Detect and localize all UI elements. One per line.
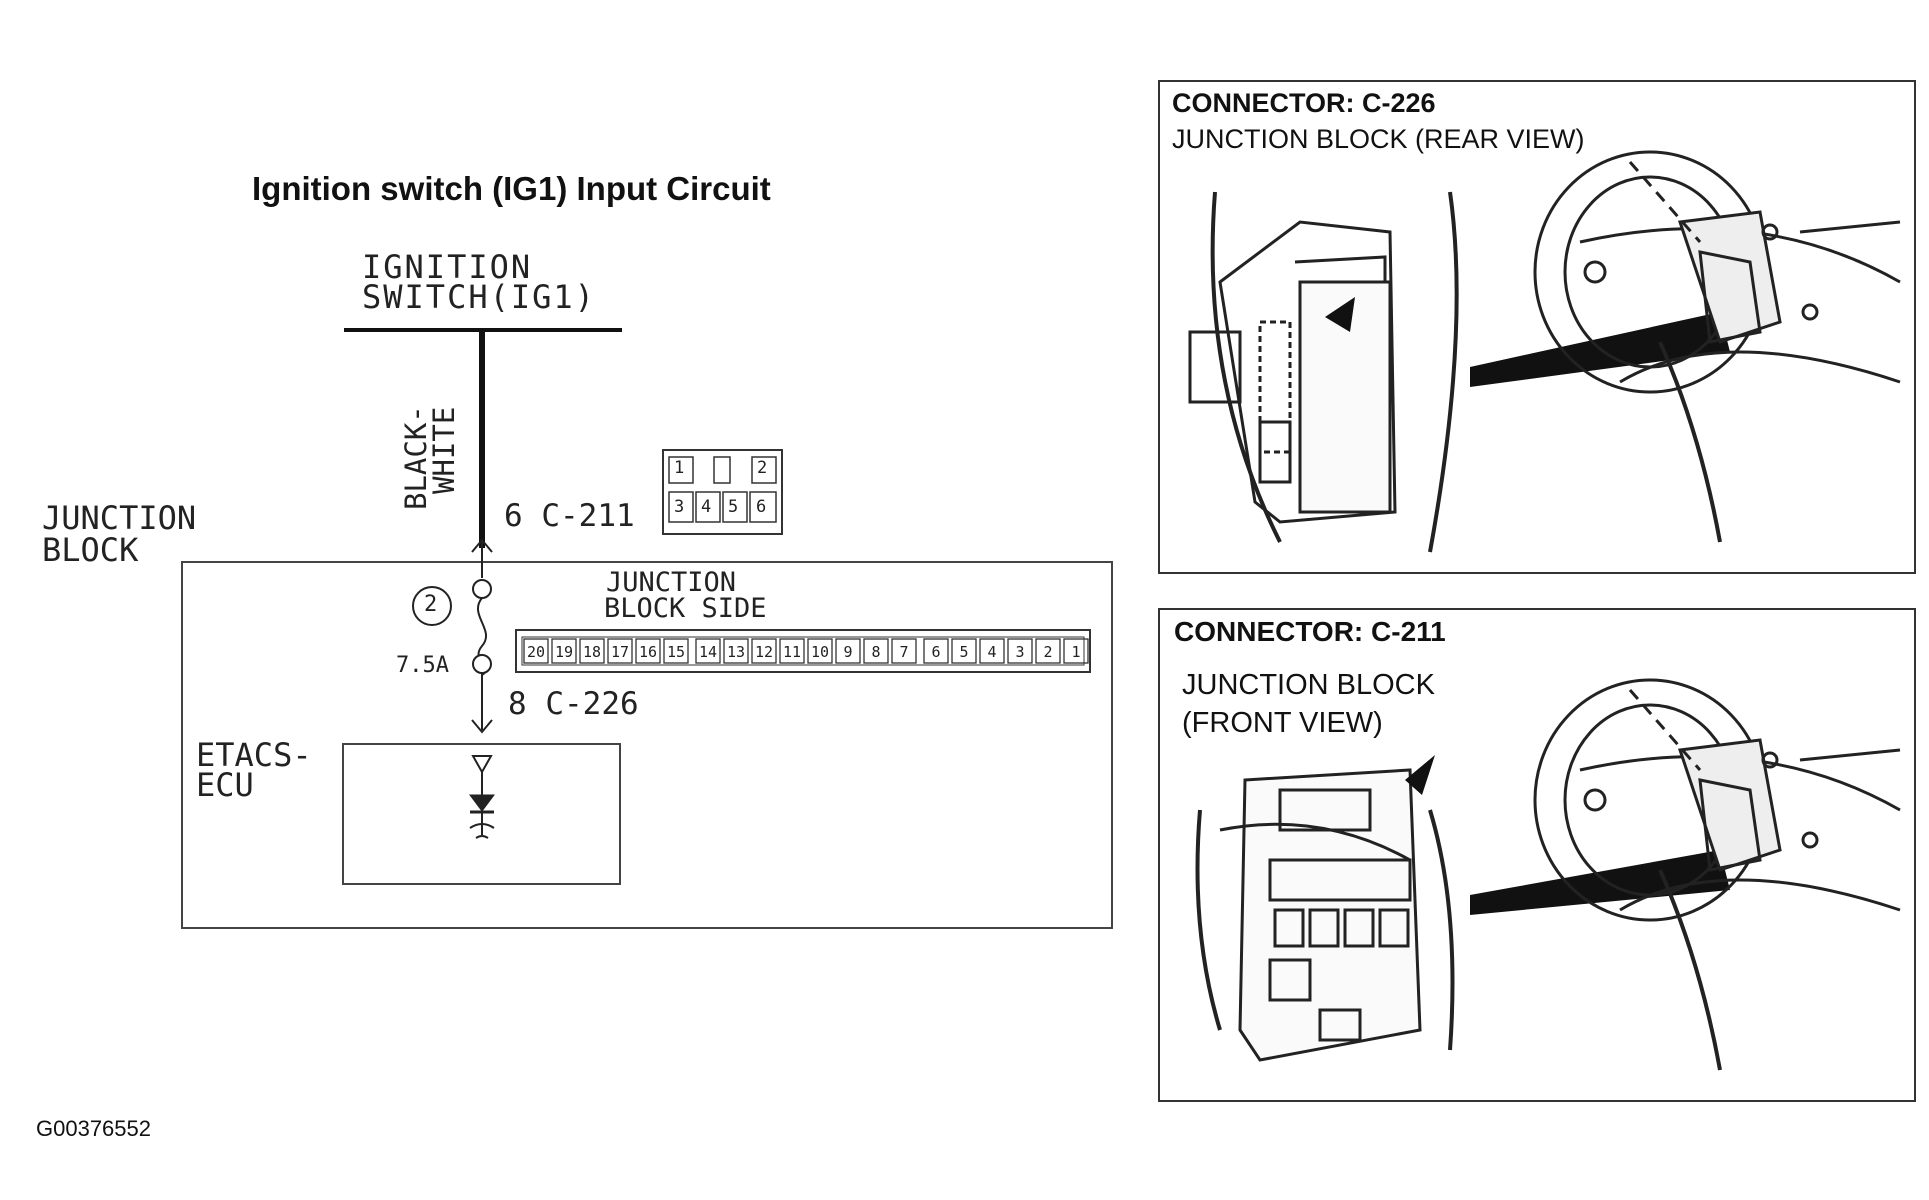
panel-c211-subtitle-line1: JUNCTION BLOCK — [1182, 669, 1435, 701]
junction-block-rear-illustration — [1188, 191, 1459, 553]
c226-pin-cell — [1063, 638, 1089, 664]
c226-pin-cell — [807, 638, 833, 664]
c226-pin-number: 12 — [755, 643, 773, 661]
panel-c211-title: CONNECTOR: C-211 — [1174, 616, 1446, 647]
ignition-switch-label-line1: IGNITION — [362, 248, 533, 286]
pin-label-c211: 6 C-211 — [504, 498, 635, 534]
c226-pin-number: 10 — [811, 643, 829, 661]
c226-pin-cell — [551, 638, 577, 664]
c226-pin-number: 19 — [555, 643, 573, 661]
c226-pin-cell — [779, 638, 805, 664]
etacs-ecu-label-line1: ETACS- — [196, 736, 312, 774]
rear-view-arrow — [1325, 297, 1355, 332]
c226-pin-number: 2 — [1043, 643, 1052, 661]
dashboard-illustration-2 — [1533, 678, 1901, 1071]
c226-pin-cell — [923, 638, 949, 664]
c226-pin-number: 7 — [899, 643, 908, 661]
panel-c211-illustration — [1195, 678, 1901, 1071]
etacs-ecu-box — [342, 743, 621, 885]
c226-pin-cell — [607, 638, 633, 664]
panel-c226-subtitle: JUNCTION BLOCK (REAR VIEW) — [1172, 124, 1585, 154]
junction-block-side-line1: JUNCTION — [606, 567, 737, 598]
wire-color-line2: WHITE — [427, 406, 461, 494]
c226-pin-cell — [635, 638, 661, 664]
c226-pin-cell — [835, 638, 861, 664]
c226-pin-cell — [951, 638, 977, 664]
c211-pin-2: 2 — [757, 458, 768, 478]
panel-c226-illustration — [1188, 150, 1901, 553]
etacs-ecu-label-line2: ECU — [196, 766, 254, 804]
ignition-switch-label-line2: SWITCH(IG1) — [362, 278, 596, 316]
c226-pin-cell — [1035, 638, 1061, 664]
c226-pin-number: 4 — [987, 643, 996, 661]
c226-pin-cell — [723, 638, 749, 664]
c226-pin-number: 5 — [959, 643, 968, 661]
c211-pin-3: 3 — [674, 497, 685, 517]
panel-c226: CONNECTOR: C-226 JUNCTION BLOCK (REAR VI… — [1158, 80, 1916, 574]
fuse-terminal-bottom — [472, 654, 492, 674]
c226-pin-number: 6 — [931, 643, 940, 661]
junction-block-side-line2: BLOCK SIDE — [604, 593, 767, 624]
panel-c226-title: CONNECTOR: C-226 — [1172, 88, 1436, 118]
connector-c226-face: 20 19 18 17 16 15 14 13 12 11 10 9 8 7 6 5 4 3 2 1 — [515, 629, 1091, 673]
c226-pin-cell — [695, 638, 721, 664]
figure-id: G00376552 — [36, 1116, 151, 1141]
fuse-number-circle — [412, 586, 452, 626]
junction-block-box — [181, 561, 1113, 929]
c226-pin-cell — [751, 638, 777, 664]
c226-pin-cell — [891, 638, 917, 664]
junction-block-label: JUNCTION BLOCK — [42, 502, 196, 566]
ecu-ground-symbol — [469, 823, 495, 839]
junction-block-side-label: JUNCTION BLOCK SIDE — [604, 567, 767, 624]
connector-c226-arrow — [471, 719, 493, 734]
c226-pin-number: 15 — [667, 643, 685, 661]
callout-beam-c211 — [1470, 850, 1730, 915]
c226-pin-number: 11 — [783, 643, 801, 661]
c226-pin-number: 16 — [639, 643, 657, 661]
c226-pin-number: 8 — [871, 643, 880, 661]
panel-c211-subtitle-line2: (FRONT VIEW) — [1182, 707, 1383, 739]
c211-pin-6: 6 — [756, 497, 767, 517]
dashboard-illustration — [1533, 150, 1901, 543]
c226-pin-cell — [979, 638, 1005, 664]
c226-pin-number: 14 — [699, 643, 717, 661]
panel-c211: CONNECTOR: C-211 JUNCTION BLOCK (FRONT V… — [1158, 608, 1916, 1102]
c226-pin-cell — [523, 638, 549, 664]
etacs-ecu-label: ETACS- ECU — [196, 736, 312, 804]
fuse-terminal-top — [472, 579, 492, 599]
fuse-rating: 7.5A — [396, 653, 449, 678]
c211-pin-1: 1 — [674, 458, 685, 478]
panel-c211-subtitle: JUNCTION BLOCK (FRONT VIEW) — [1182, 666, 1435, 742]
wire-color-line1: BLACK- — [399, 405, 433, 510]
connector-c211-face — [662, 449, 783, 535]
c226-pin-number: 1 — [1071, 643, 1080, 661]
c226-pin-number: 17 — [611, 643, 629, 661]
ignition-switch-label: IGNITION SWITCH(IG1) — [362, 248, 596, 316]
c211-pin-5: 5 — [728, 497, 739, 517]
c226-pin-cell — [1007, 638, 1033, 664]
c226-pin-number: 13 — [727, 643, 745, 661]
fuse-number: 2 — [424, 592, 438, 617]
c211-pin-4: 4 — [701, 497, 712, 517]
c226-pin-number: 9 — [843, 643, 852, 661]
c226-pin-number: 3 — [1015, 643, 1024, 661]
junction-block-front-illustration — [1195, 768, 1455, 1062]
c226-pin-number: 20 — [527, 643, 545, 661]
wire-color-label: BLACK- WHITE — [399, 310, 461, 510]
pin-label-c226: 8 C-226 — [508, 686, 639, 722]
ecu-input-triangle — [471, 755, 493, 775]
diagram-title: Ignition switch (IG1) Input Circuit — [252, 170, 771, 207]
junction-block-label-line2: BLOCK — [42, 531, 139, 569]
junction-block-label-line1: JUNCTION — [42, 499, 197, 537]
c226-pin-number: 18 — [583, 643, 601, 661]
front-view-arrow — [1405, 755, 1435, 795]
c226-pin-cell — [579, 638, 605, 664]
c226-pin-cell — [863, 638, 889, 664]
c226-pin-cell — [663, 638, 689, 664]
ecu-diode — [469, 794, 495, 812]
